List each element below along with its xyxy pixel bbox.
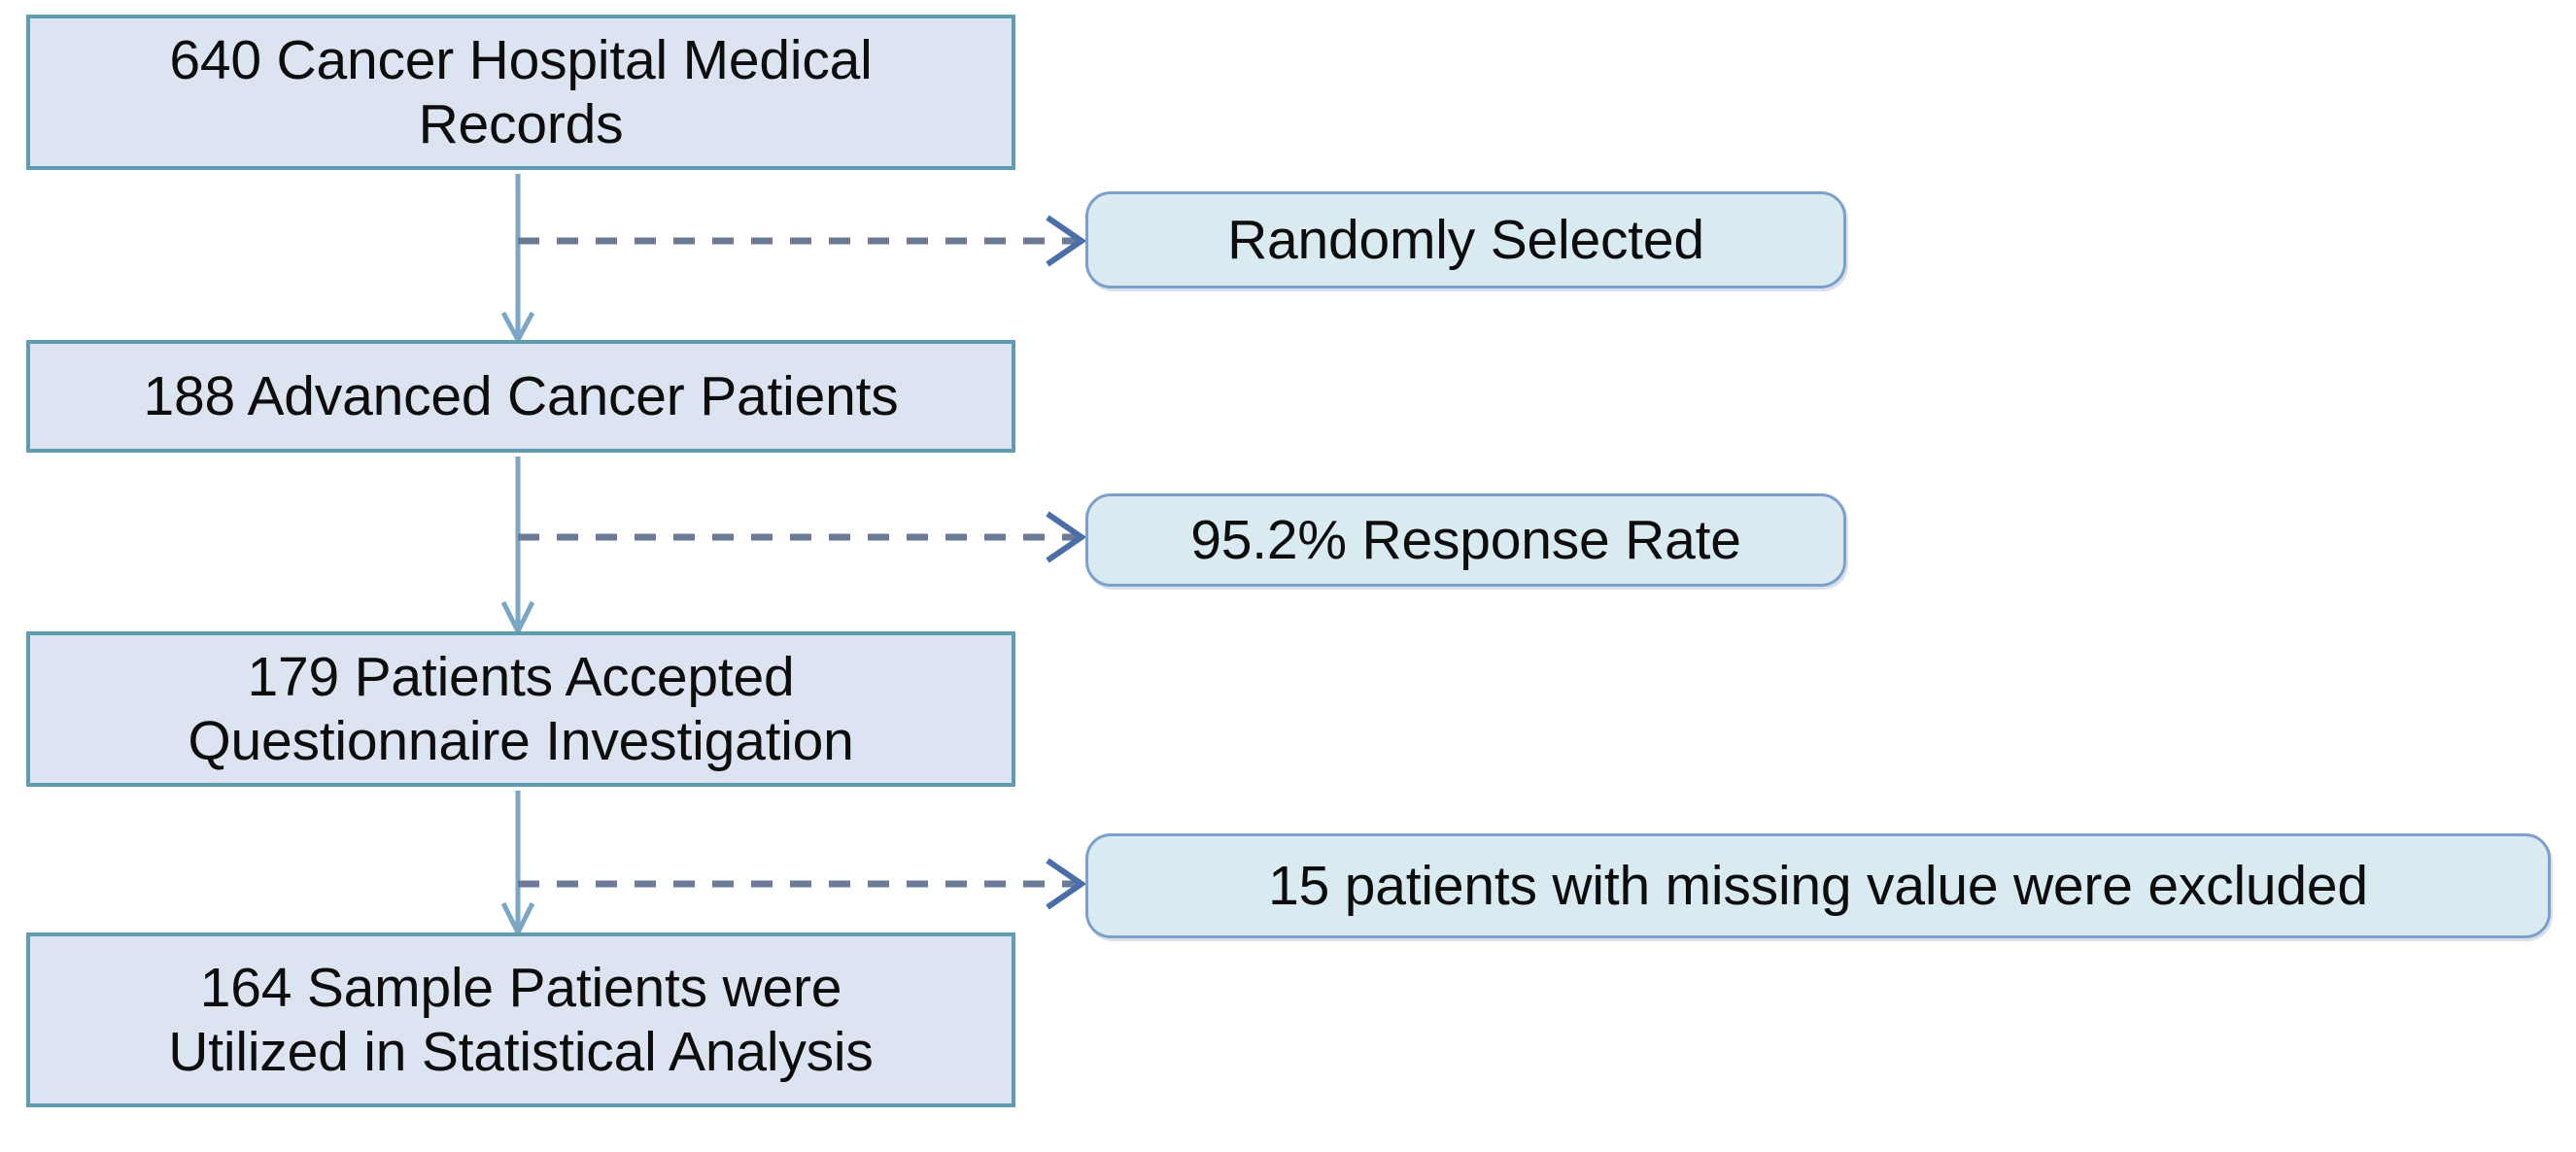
flow-node-randomly-selected-label: Randomly Selected — [1227, 208, 1704, 271]
flow-node-randomly-selected[interactable]: Randomly Selected — [1085, 191, 1846, 288]
solid-connector-records-to-advanced — [500, 174, 535, 346]
dashed-connector-to-response-rate — [518, 511, 1087, 563]
flow-node-response-rate[interactable]: 95.2% Response Rate — [1085, 493, 1846, 587]
flow-node-advanced-patients[interactable]: 188 Advanced Cancer Patients — [26, 340, 1015, 453]
flow-node-excluded-patients-label: 15 patients with missing value were excl… — [1268, 854, 2368, 917]
solid-connector-accepted-to-sample — [500, 791, 535, 938]
flow-node-sample-patients[interactable]: 164 Sample Patients were Utilized in Sta… — [26, 932, 1015, 1107]
dashed-connector-to-excluded — [518, 858, 1087, 910]
flow-node-accepted-questionnaire-label: 179 Patients Accepted Questionnaire Inve… — [188, 645, 854, 772]
flow-node-accepted-questionnaire[interactable]: 179 Patients Accepted Questionnaire Inve… — [26, 631, 1015, 787]
flow-node-records-label: 640 Cancer Hospital Medical Records — [169, 28, 873, 155]
flow-node-advanced-patients-label: 188 Advanced Cancer Patients — [143, 364, 899, 427]
solid-connector-advanced-to-accepted — [500, 457, 535, 637]
flow-node-sample-patients-label: 164 Sample Patients were Utilized in Sta… — [168, 956, 874, 1083]
flow-node-records[interactable]: 640 Cancer Hospital Medical Records — [26, 15, 1015, 170]
flow-node-excluded-patients[interactable]: 15 patients with missing value were excl… — [1085, 833, 2551, 938]
flow-node-response-rate-label: 95.2% Response Rate — [1190, 508, 1741, 571]
dashed-connector-to-randomly-selected — [518, 215, 1087, 267]
